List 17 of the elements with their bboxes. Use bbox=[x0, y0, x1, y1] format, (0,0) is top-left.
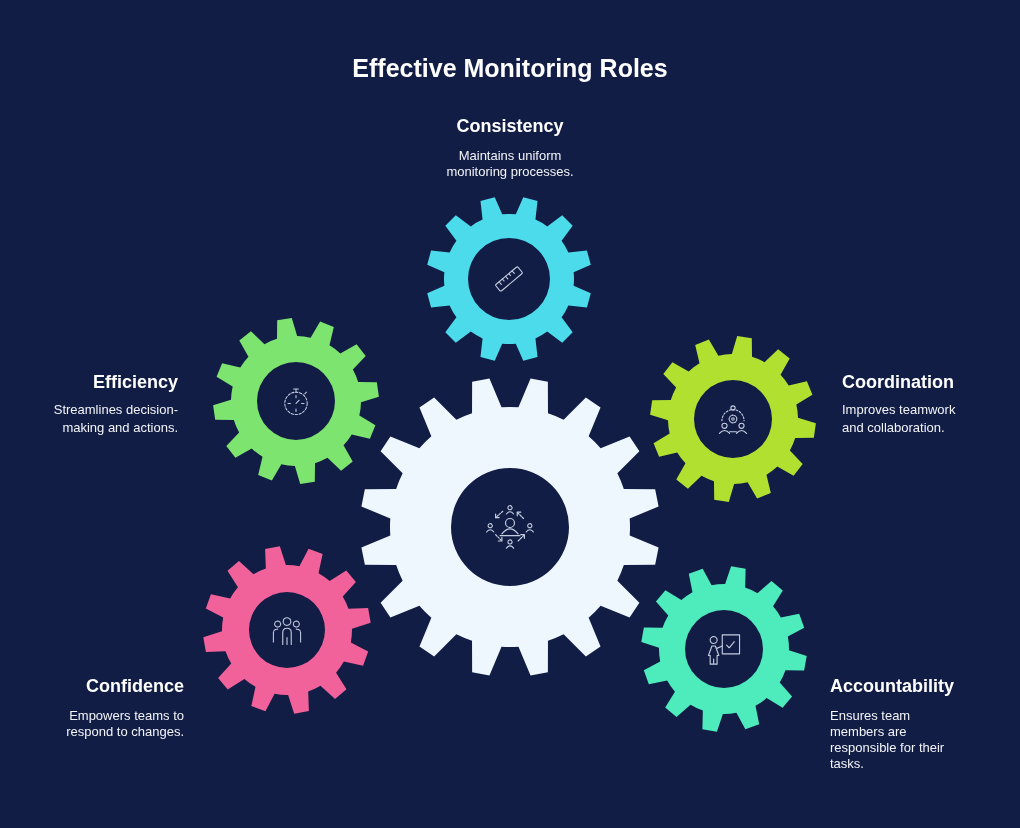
role-description: Ensures team members are responsible for their tasks. bbox=[830, 708, 946, 772]
role-description: Empowers teams to respond to changes. bbox=[65, 708, 184, 740]
gear-shape bbox=[213, 318, 379, 484]
role-title: Confidence bbox=[86, 675, 184, 698]
role-title: Coordination bbox=[842, 371, 954, 394]
role-description: Improves teamwork and collaboration. bbox=[842, 401, 957, 437]
gear-shape bbox=[203, 546, 371, 714]
role-description: Maintains uniform monitoring processes. bbox=[445, 148, 575, 180]
gear-shape bbox=[650, 336, 816, 502]
role-title: Consistency bbox=[456, 115, 564, 138]
role-title: Accountability bbox=[830, 675, 954, 698]
role-description: Streamlines decision-making and actions. bbox=[52, 401, 178, 437]
diagram-title: Effective Monitoring Roles bbox=[352, 53, 668, 84]
gear-shape bbox=[360, 377, 660, 677]
role-title: Efficiency bbox=[92, 371, 178, 394]
gear-shape bbox=[641, 566, 807, 732]
gear-shape bbox=[426, 196, 592, 362]
